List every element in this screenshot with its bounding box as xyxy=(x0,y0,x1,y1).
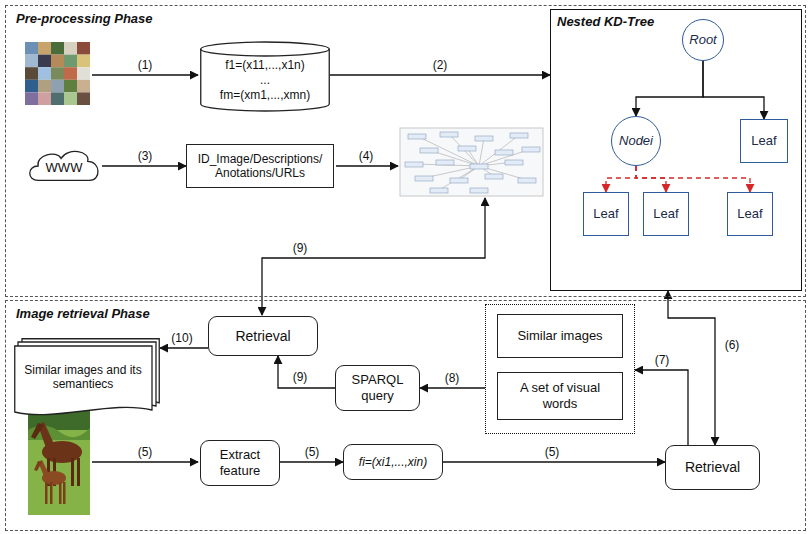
step-number: (10) xyxy=(169,331,194,345)
tree-node-circle: Nodei xyxy=(611,116,661,166)
shape-outline xyxy=(201,42,330,111)
phase-panel: Pre-processing Phase f1=(x11,...,x1n)...f… xyxy=(5,5,806,297)
step-number: (5) xyxy=(303,445,322,459)
panel-title: Pre-processing Phase xyxy=(16,11,805,27)
leaf-box: Leaf xyxy=(643,192,689,236)
step-number: (6) xyxy=(723,338,742,352)
shape-outline xyxy=(30,151,98,180)
dashed-arrow xyxy=(636,166,666,192)
node-label: f1=(x11,...,x1n) xyxy=(204,58,326,73)
node-label: Similar images and its semantiecs xyxy=(20,363,146,392)
node-label: WWW xyxy=(36,160,92,176)
phase-panel: Image retrieval PhaseRetrievalSimilar im… xyxy=(5,300,806,531)
leaf-box: Leaf xyxy=(727,192,773,236)
result-group: Similar images A set of visual words xyxy=(485,304,635,434)
node-label: Nodei xyxy=(614,133,658,149)
image-mosaic xyxy=(25,42,90,105)
node-label: Leaf xyxy=(648,206,684,222)
arrow-connector xyxy=(102,165,186,166)
shape-outline xyxy=(15,346,152,415)
arrow-connector xyxy=(280,461,343,462)
tree-node-circle: Root xyxy=(682,19,724,61)
arrow-connector xyxy=(278,356,335,388)
arrow-connector xyxy=(703,61,764,119)
database-cylinder: f1=(x11,...,x1n)...fm=(xm1,...,xmn) xyxy=(200,42,330,111)
step-number: (9) xyxy=(291,370,310,384)
process-box: Similar images xyxy=(497,314,623,358)
node-label: Similar images xyxy=(503,328,617,344)
step-number: (5) xyxy=(543,445,562,459)
process-box: ID_Image/Descriptions/ Anotations/URLs xyxy=(186,144,334,188)
process-box: A set of visual words xyxy=(497,372,623,420)
process-box: Extract feature xyxy=(200,440,280,486)
step-number: (1) xyxy=(136,58,155,72)
arrow-connector xyxy=(420,387,485,388)
node-label: ... xyxy=(204,73,326,88)
process-box: Retrieval xyxy=(665,445,760,490)
document-shape: Similar images and its semantiecs xyxy=(14,338,160,418)
ontology-graph xyxy=(400,128,543,196)
node-label: Extract feature xyxy=(206,447,274,478)
step-number: (3) xyxy=(136,149,155,163)
arrow-connector xyxy=(635,370,688,445)
web-cloud: WWW xyxy=(26,146,102,186)
leaf-box: Leaf xyxy=(583,192,629,236)
shape-outline xyxy=(201,49,330,56)
step-number: (9) xyxy=(291,241,310,255)
panel-title: Image retrieval Phase xyxy=(16,306,805,322)
arrow-connector xyxy=(668,291,715,445)
node-label: Retrieval xyxy=(671,459,754,476)
node-label: A set of visual words xyxy=(503,380,617,411)
panel-title: Nested KD-Tree xyxy=(557,14,801,30)
node-label: fm=(xm1,...,xmn) xyxy=(204,88,326,103)
arrow-connector xyxy=(330,74,550,75)
node-label: Retrieval xyxy=(214,328,312,345)
process-box: fi=(xi1,...,xin) xyxy=(343,444,443,480)
step-number: (4) xyxy=(357,149,376,163)
leaf-box: Leaf xyxy=(740,119,788,163)
horse-photo xyxy=(28,400,90,515)
dashed-arrow xyxy=(636,166,750,192)
arrow-connector xyxy=(636,61,703,116)
tree-panel: Nested KD-TreeRootNodeiLeafLeafLeafLeaf xyxy=(550,9,802,291)
node-label: SPARQL query xyxy=(341,372,414,403)
dashed-arrow xyxy=(606,166,636,192)
node-label: Leaf xyxy=(745,133,783,149)
step-number: (8) xyxy=(443,371,462,385)
process-box: Retrieval xyxy=(208,316,318,356)
arrow-connector xyxy=(160,347,208,348)
step-number: (7) xyxy=(653,353,672,367)
arrow-connector xyxy=(443,461,665,462)
node-label: ID_Image/Descriptions/ Anotations/URLs xyxy=(192,152,328,181)
node-label: Leaf xyxy=(588,206,624,222)
step-number: (5) xyxy=(136,445,155,459)
node-label: Root xyxy=(685,32,721,48)
process-box: SPARQL query xyxy=(335,365,420,411)
node-label: fi=(xi1,...,xin) xyxy=(349,455,437,469)
step-number: (2) xyxy=(431,58,450,72)
node-label: Leaf xyxy=(732,206,768,222)
